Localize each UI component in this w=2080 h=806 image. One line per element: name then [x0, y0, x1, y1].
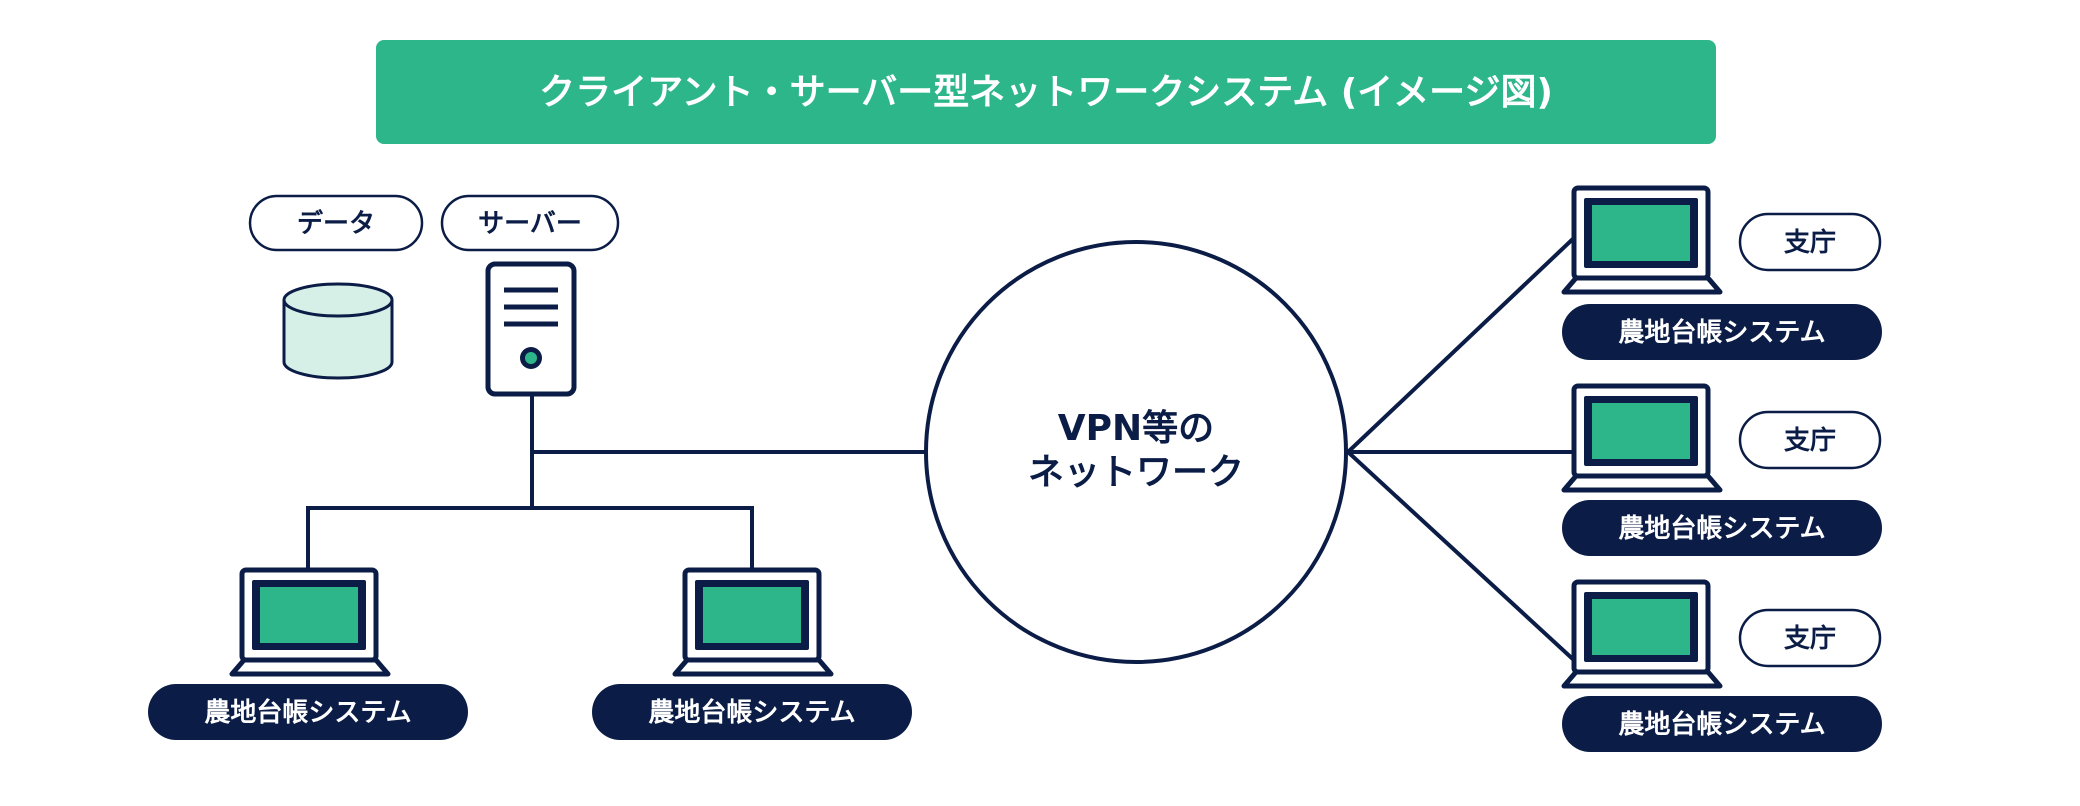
data-label-text: データ [297, 208, 375, 239]
laptop-icon [232, 570, 388, 674]
title-banner: クライアント・サーバー型ネットワークシステム (イメージ図) [376, 40, 1716, 144]
client-1-system-label: 農地台帳システム [204, 697, 411, 728]
data-group: データ [248, 194, 424, 380]
data-label-pill: データ [248, 194, 424, 252]
server-label-pill: サーバー [440, 194, 620, 252]
branch-3-tag-text: 支庁 [1784, 623, 1836, 654]
server-group: サーバー [440, 194, 620, 397]
branch-1-system-pill: 農地台帳システム [1562, 304, 1882, 360]
title-text: クライアント・サーバー型ネットワークシステム (イメージ図) [539, 72, 1553, 113]
database-icon [282, 282, 394, 380]
branch-2-tag-pill: 支庁 [1738, 410, 1882, 470]
branch-1-tag-text: 支庁 [1784, 227, 1836, 258]
branch-2-system-pill: 農地台帳システム [1562, 500, 1882, 556]
branch-3-tag-pill: 支庁 [1738, 608, 1882, 668]
network-label-line2: ネットワーク [1028, 452, 1244, 493]
branch-1-tag-pill: 支庁 [1738, 212, 1882, 272]
branch-2: 支庁 農地台帳システム [1562, 386, 1882, 556]
laptop-icon [1564, 582, 1720, 686]
connector-lines [306, 234, 1578, 664]
server-icon [485, 261, 577, 397]
laptop-icon [1564, 386, 1720, 490]
network-to-branch-1-line [1346, 234, 1578, 454]
server-label-text: サーバー [478, 209, 582, 239]
network-circle [924, 240, 1348, 664]
branch-3-system-pill: 農地台帳システム [1562, 696, 1882, 752]
network-label-line1: VPN等の [1058, 408, 1214, 449]
client-1-system-pill: 農地台帳システム [148, 684, 468, 740]
laptop-icon [675, 570, 831, 674]
branch-1: 支庁 農地台帳システム [1562, 188, 1882, 360]
laptop-icon [1564, 188, 1720, 292]
client-1: 農地台帳システム [148, 570, 468, 740]
client-2: 農地台帳システム [592, 570, 912, 740]
branch-2-system-label: 農地台帳システム [1618, 513, 1825, 544]
network-node: VPN等の ネットワーク [924, 240, 1348, 664]
branch-3: 支庁 農地台帳システム [1562, 582, 1882, 752]
title-banner-background [376, 40, 1716, 144]
branch-3-system-label: 農地台帳システム [1618, 709, 1825, 740]
client-2-system-label: 農地台帳システム [648, 697, 855, 728]
branch-1-system-label: 農地台帳システム [1618, 317, 1825, 348]
branch-2-tag-text: 支庁 [1784, 425, 1836, 456]
client-2-system-pill: 農地台帳システム [592, 684, 912, 740]
network-to-branch-3-line [1346, 450, 1578, 664]
